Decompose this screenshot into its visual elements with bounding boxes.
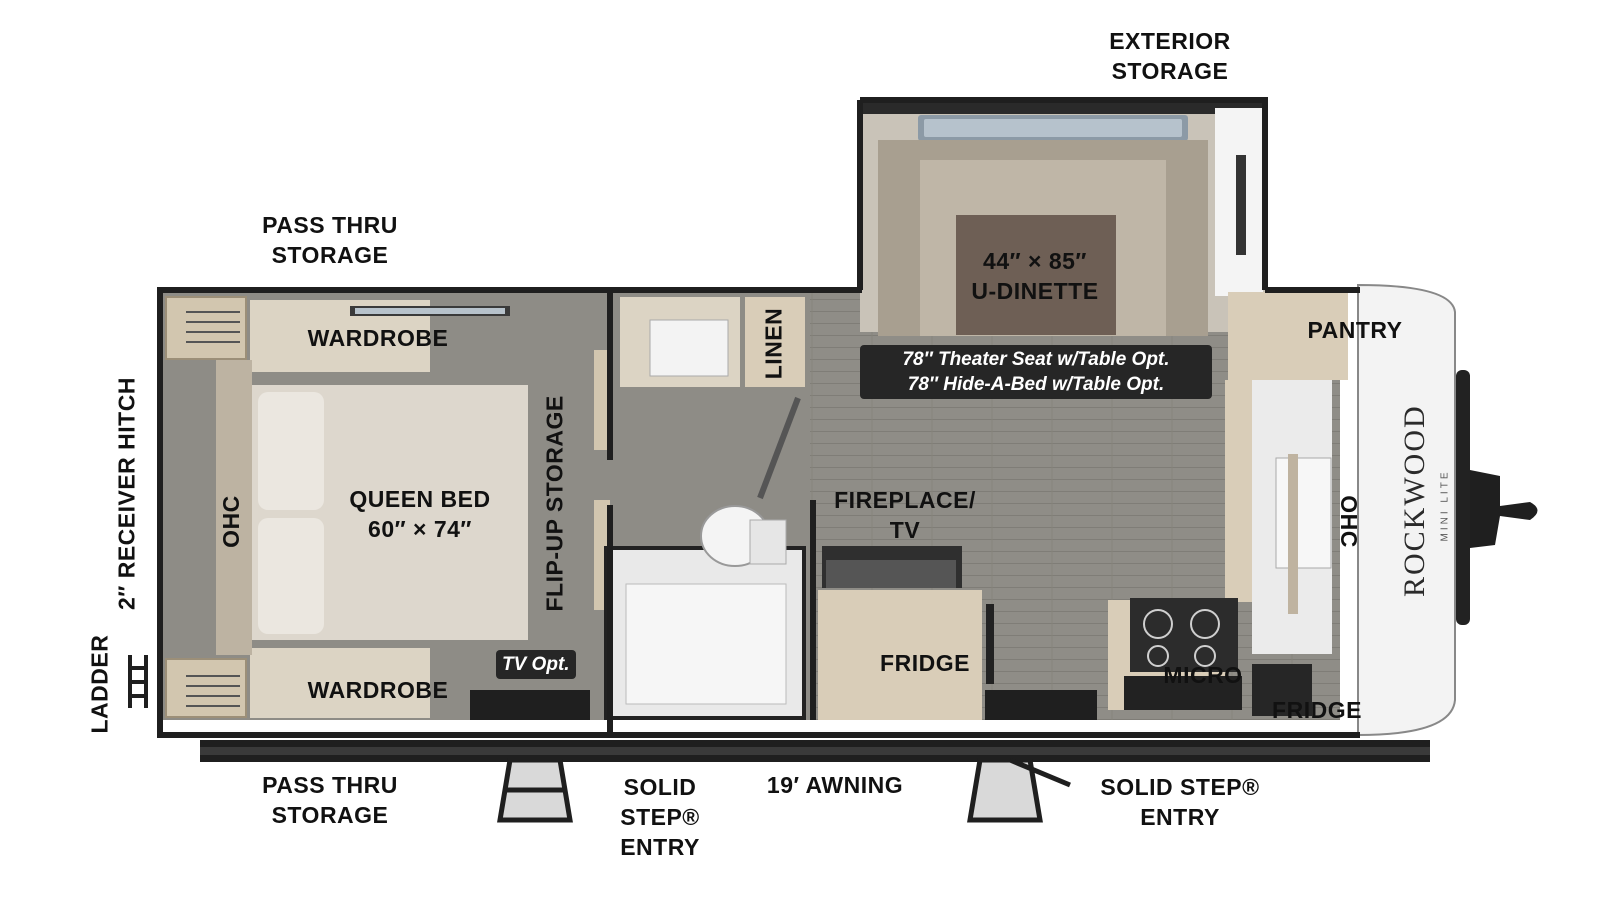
solid-step-center-label: SOLID STEP® ENTRY	[600, 772, 720, 862]
fireplace-line-1: FIREPLACE/	[834, 487, 976, 513]
ladder-label: LADDER	[86, 634, 113, 734]
pass-thru-storage-bottom-label: PASS THRU STORAGE	[240, 770, 420, 830]
solid-step-right-line-1: SOLID STEP®	[1100, 774, 1260, 800]
fireplace-tv-label: FIREPLACE/ TV	[820, 485, 990, 545]
queen-bed-line-1: QUEEN BED	[349, 486, 491, 512]
wardrobe-top-label: WARDROBE	[307, 325, 449, 351]
queen-bed-label: QUEEN BED 60″ × 74″	[320, 484, 520, 544]
hitch	[1470, 470, 1538, 548]
pass-thru-bottom-line-2: STORAGE	[271, 802, 389, 828]
pass-thru-bottom-line-1: PASS THRU	[262, 772, 398, 798]
ohc-right-label: OHC	[1335, 495, 1362, 548]
ohc-left-label: OHC	[217, 495, 244, 548]
solid-step-center-line-1: SOLID	[623, 774, 697, 800]
hide-a-bed-option: 78″ Hide-A-Bed w/Table Opt.	[907, 374, 1165, 395]
pantry-label: PANTRY	[1307, 317, 1403, 343]
linen-label: LINEN	[760, 307, 787, 380]
exterior-storage-line-1: EXTERIOR	[1109, 28, 1231, 54]
pass-thru-top-line-2: STORAGE	[271, 242, 389, 268]
mini-lite-logo: MINI LITE	[1439, 469, 1451, 542]
awning-label: 19′ AWNING	[766, 772, 904, 798]
receiver-hitch-label: 2″ RECEIVER HITCH	[113, 377, 140, 610]
front-cap	[1357, 283, 1456, 737]
wardrobe-bottom-label: WARDROBE	[307, 677, 449, 703]
rockwood-logo: ROCKWOOD	[1398, 404, 1431, 597]
wardrobe-bottom	[250, 648, 430, 718]
dinette-table	[956, 215, 1116, 335]
fridge-center	[818, 590, 982, 720]
tv-opt-label: TV Opt.	[496, 650, 576, 679]
solid-step-right-line-2: ENTRY	[1140, 804, 1220, 830]
outer-wall	[157, 287, 1360, 738]
exterior-storage-line-2: STORAGE	[1111, 58, 1229, 84]
pass-thru-top-line-1: PASS THRU	[262, 212, 398, 238]
solid-step-right-label: SOLID STEP® ENTRY	[1090, 772, 1270, 832]
ladder	[128, 655, 148, 708]
fridge-center-label: FRIDGE	[880, 650, 970, 676]
fridge-front-label: FRIDGE	[1272, 697, 1362, 723]
seating-options-label: 78″ Theater Seat w/Table Opt. 78″ Hide-A…	[860, 345, 1212, 399]
micro-label: MICRO	[1163, 662, 1243, 688]
dinette-line-2: U-DINETTE	[971, 278, 1099, 304]
solid-step-center-line-2: STEP®	[620, 804, 700, 830]
queen-bed-line-2: 60″ × 74″	[368, 516, 472, 542]
solid-step-center-line-3: ENTRY	[620, 834, 700, 860]
dinette-label: 44″ × 85″ U-DINETTE	[950, 246, 1120, 306]
flip-up-storage-label: FLIP-UP STORAGE	[541, 395, 568, 612]
entry-step-center	[470, 690, 590, 823]
theater-seat-option: 78″ Theater Seat w/Table Opt.	[902, 349, 1170, 370]
pass-thru-storage-top-label: PASS THRU STORAGE	[240, 210, 420, 270]
entry-step-right	[967, 690, 1097, 823]
exterior-storage-label: EXTERIOR STORAGE	[1080, 26, 1260, 86]
fireplace-line-2: TV	[889, 517, 921, 543]
dinette-line-1: 44″ × 85″	[983, 248, 1087, 274]
